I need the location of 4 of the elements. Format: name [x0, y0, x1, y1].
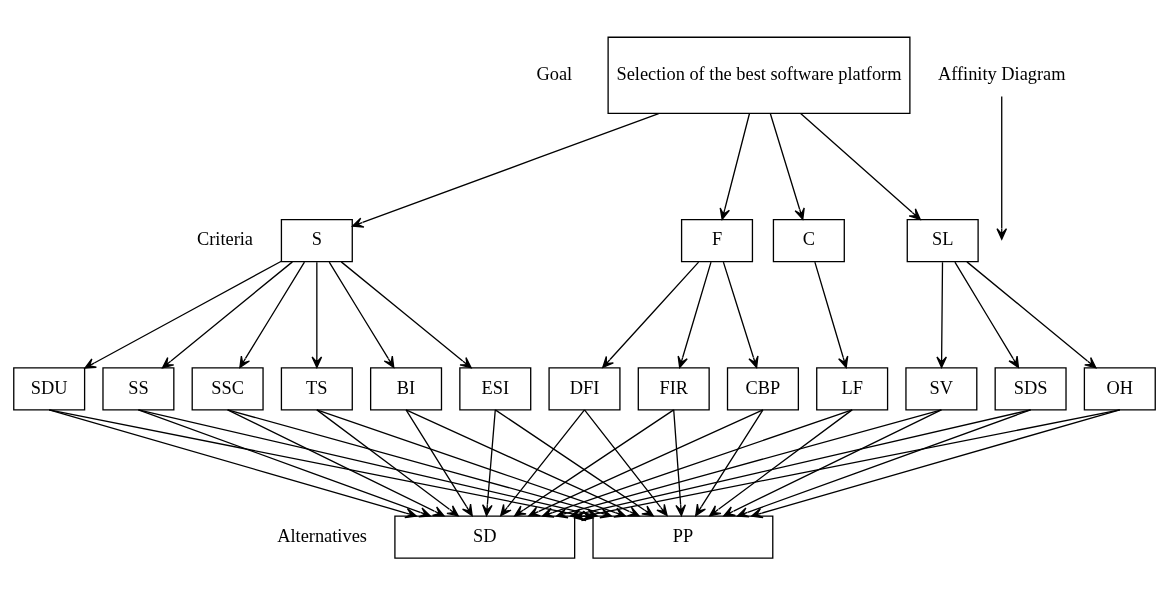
- label: Criteria: [196, 228, 254, 249]
- label: Alternatives: [277, 525, 367, 546]
- node-text: Affinity Diagram: [937, 63, 1066, 84]
- label: Goal: [536, 63, 573, 84]
